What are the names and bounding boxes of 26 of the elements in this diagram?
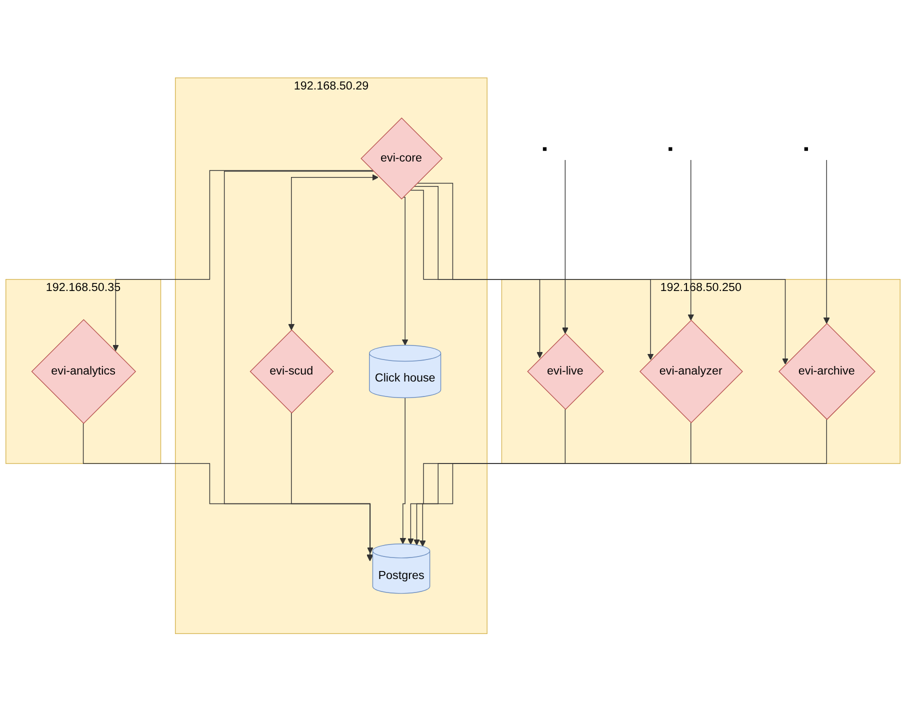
- node-diamond: evi-archive: [778, 322, 876, 420]
- arrow: [688, 159, 694, 320]
- arrow: [291, 412, 374, 554]
- arrow: [414, 186, 654, 360]
- arrow: [400, 397, 406, 544]
- arrow: [288, 174, 378, 330]
- node-diamond: evi-analytics: [31, 318, 136, 424]
- arrow: [407, 408, 566, 544]
- arrow: [823, 159, 830, 324]
- arrow: [416, 182, 788, 364]
- arrow: [82, 422, 374, 562]
- arrow: [224, 170, 374, 560]
- arrow: [562, 159, 568, 334]
- arrow: [410, 190, 543, 358]
- arrow: [112, 170, 374, 351]
- arrow: [414, 422, 692, 546]
- node-diamond: evi-live: [527, 332, 604, 410]
- cluster: [5, 278, 162, 464]
- node-diamond: evi-scud: [250, 329, 334, 414]
- arrow: [402, 196, 408, 346]
- cluster: [174, 77, 488, 634]
- cluster: [501, 278, 901, 464]
- arrow: [419, 418, 827, 546]
- node-label: 192.168.50.29: [294, 80, 369, 92]
- node-diamond: evi-analyzer: [639, 319, 743, 423]
- node-diamond: evi-core: [360, 117, 443, 200]
